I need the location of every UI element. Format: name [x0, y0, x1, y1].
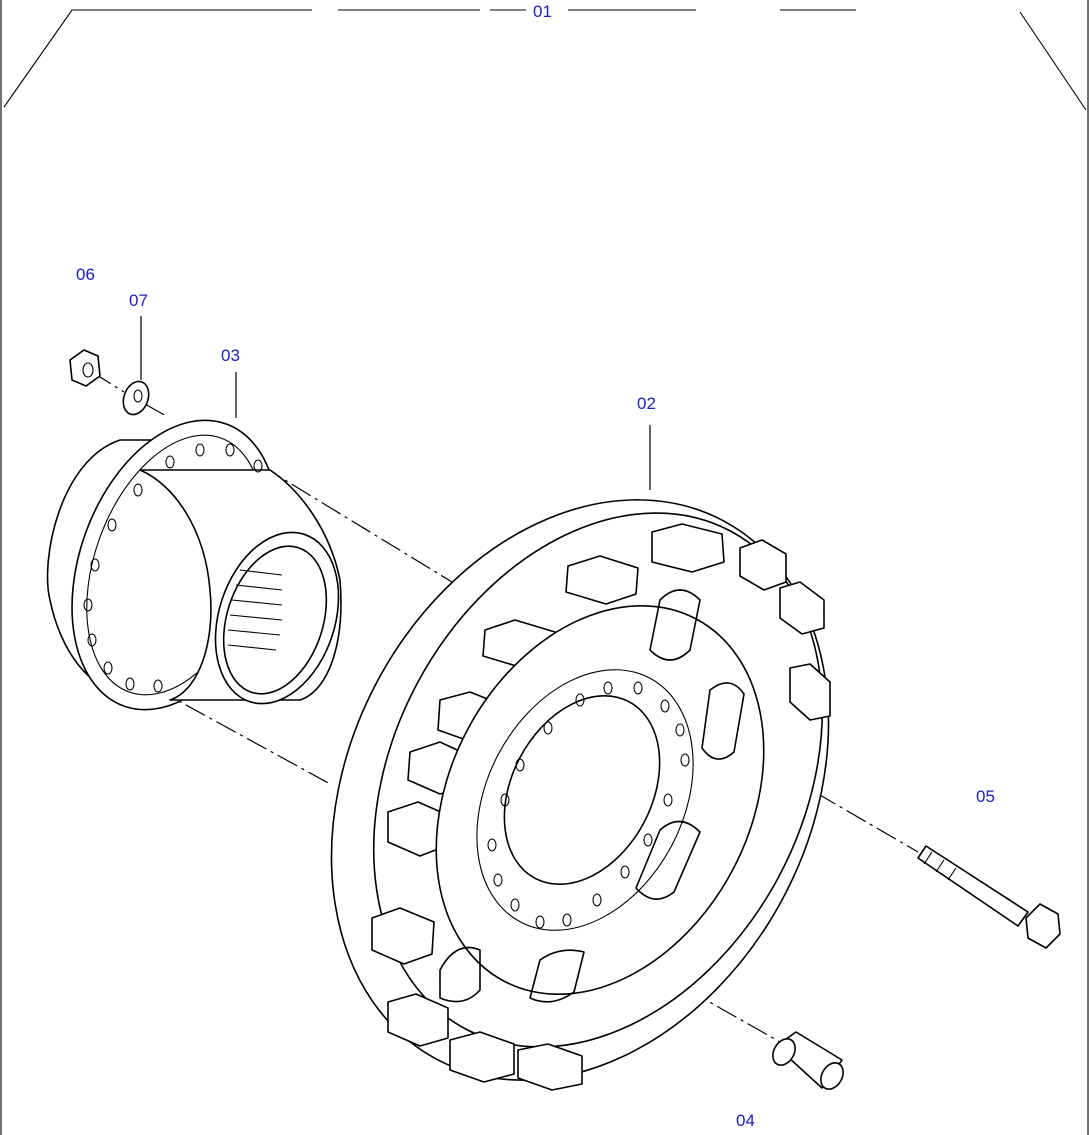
callout-05: 05 — [976, 787, 995, 806]
nut-part-06 — [69, 349, 101, 387]
bolt-holes — [487, 681, 690, 929]
housing-holes — [83, 443, 263, 693]
callout-02: 02 — [637, 394, 656, 413]
pin-part-04 — [772, 1031, 844, 1090]
leader-lines — [140, 316, 651, 490]
callout-04: 04 — [736, 1111, 755, 1130]
bolt-part-05 — [917, 845, 1061, 949]
hub-flange-part-02 — [330, 499, 831, 1091]
callout-07: 07 — [129, 291, 148, 310]
washer-part-07 — [122, 380, 150, 416]
housing-part-03 — [46, 419, 342, 711]
callout-01: 01 — [533, 2, 552, 21]
callout-06: 06 — [76, 265, 95, 284]
flange-slots — [439, 589, 745, 1003]
callout-03: 03 — [221, 346, 240, 365]
internal-splines — [227, 569, 283, 651]
